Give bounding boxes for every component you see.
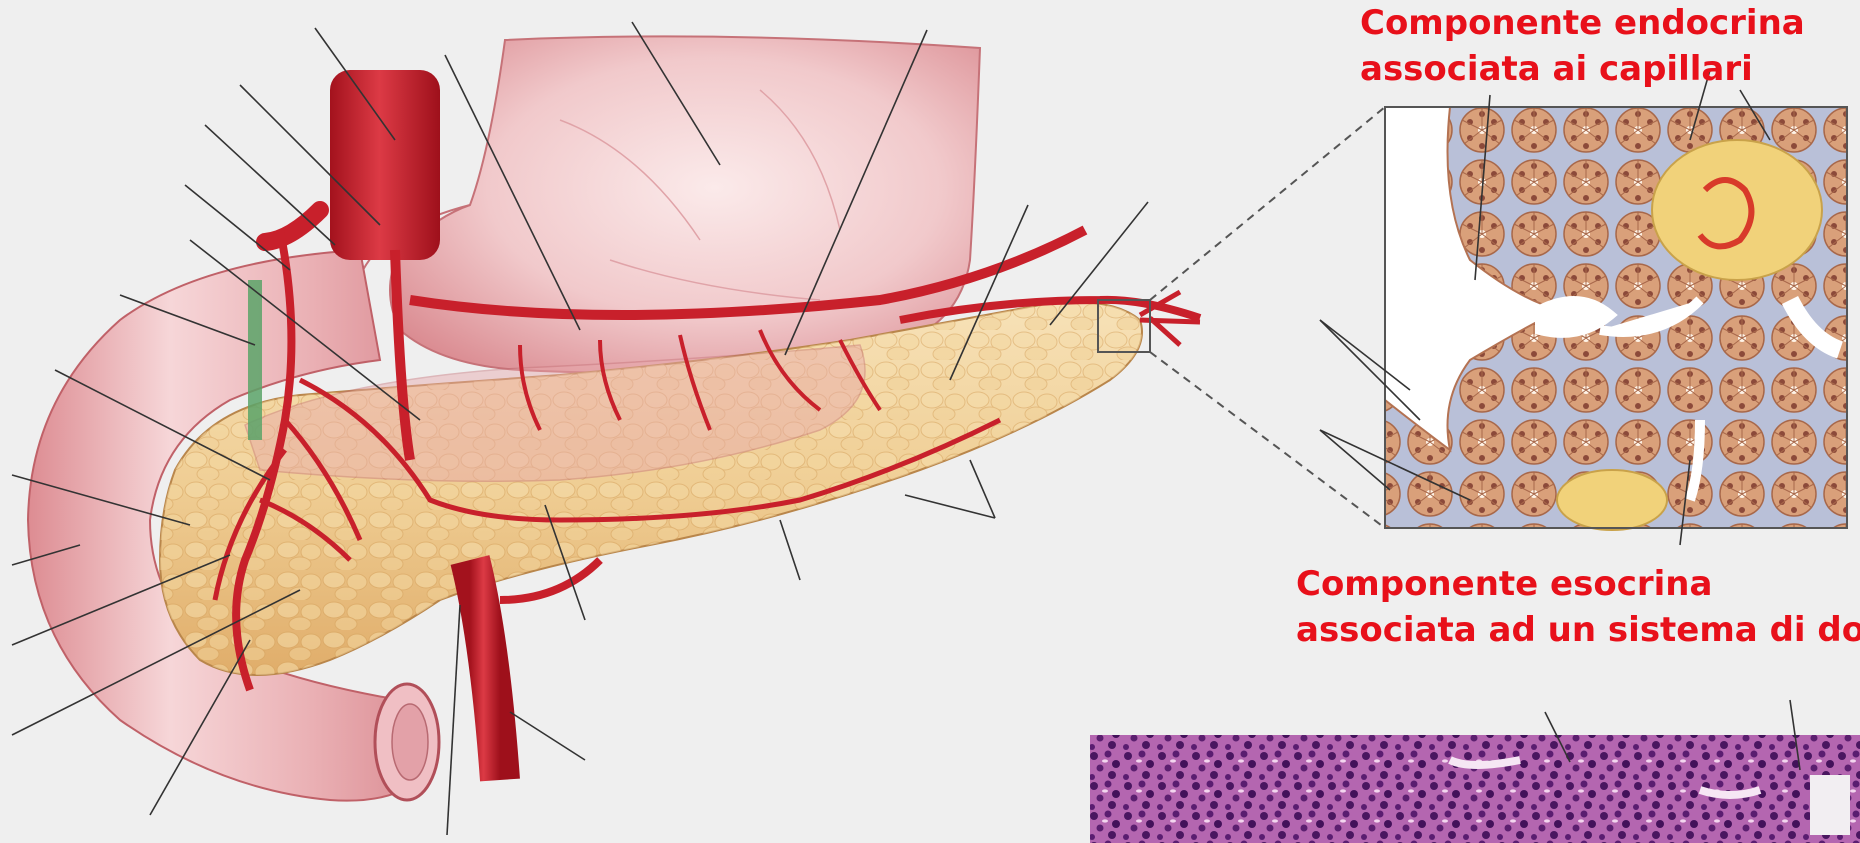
endocrine-caption: Componente endocrina associata ai capill… — [1360, 0, 1805, 92]
histology-slide — [1090, 700, 1860, 843]
inset-frame — [1098, 107, 1385, 528]
stomach — [352, 36, 980, 372]
endocrine-caption-line2: associata ai capillari — [1360, 46, 1805, 92]
exocrine-caption: Componente esocrina associata ad un sist… — [1296, 561, 1860, 653]
exocrine-caption-line2: associata ad un sistema di dotti — [1296, 607, 1860, 653]
exocrine-caption-line1: Componente esocrina — [1296, 561, 1860, 607]
endocrine-caption-line1: Componente endocrina — [1360, 0, 1805, 46]
acinar-inset — [1320, 70, 1847, 545]
